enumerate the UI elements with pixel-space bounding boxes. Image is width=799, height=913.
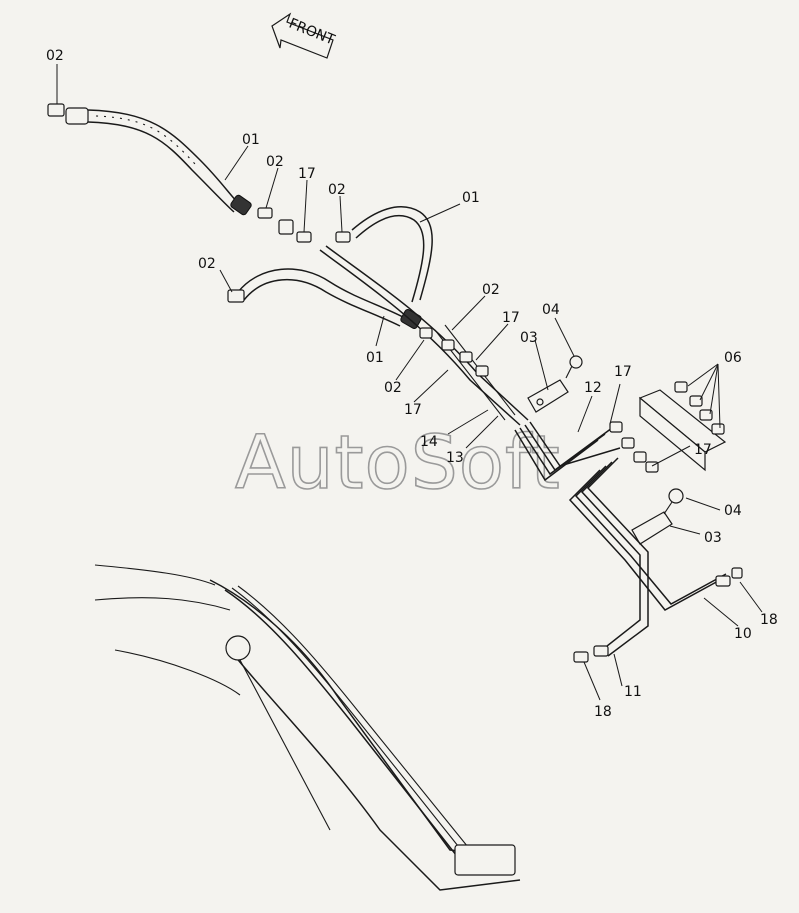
callout-label: 02 bbox=[328, 182, 346, 198]
clamp-03-upper bbox=[527, 355, 583, 413]
callout-label: 03 bbox=[520, 330, 538, 346]
callout-label: 17 bbox=[404, 402, 422, 418]
hose-01-upper bbox=[47, 103, 252, 216]
callout-label: 02 bbox=[266, 154, 284, 170]
leader-lines bbox=[56, 64, 763, 701]
manifold-block bbox=[609, 381, 727, 473]
callout-label: 03 bbox=[704, 530, 722, 546]
front-direction-arrow: FRONT bbox=[271, 12, 337, 59]
clamp-03-lower bbox=[631, 488, 684, 545]
callout-label: 06 bbox=[724, 350, 742, 366]
callout-label: 10 bbox=[734, 626, 752, 642]
callout-label: 17 bbox=[694, 442, 712, 458]
fittings-upper bbox=[257, 207, 351, 243]
callout-label: 02 bbox=[198, 256, 216, 272]
callout-label: 04 bbox=[542, 302, 560, 318]
callout-label: 13 bbox=[446, 450, 464, 466]
pipe-group-main bbox=[319, 245, 529, 426]
callout-label: 02 bbox=[384, 380, 402, 396]
lines-12 bbox=[514, 421, 621, 482]
callout-label: 12 bbox=[584, 380, 602, 396]
watermark: AutoSoft bbox=[235, 420, 561, 506]
callout-labels: 02 01 02 17 02 01 02 02 17 04 03 01 02 1… bbox=[46, 48, 778, 720]
callout-label: 17 bbox=[298, 166, 316, 182]
callout-label: 14 bbox=[420, 434, 438, 450]
callout-label: 04 bbox=[724, 503, 742, 519]
callout-label: 01 bbox=[462, 190, 480, 206]
callout-label: 01 bbox=[242, 132, 260, 148]
callout-label: 11 bbox=[624, 684, 642, 700]
hose-01-lower bbox=[227, 268, 422, 329]
callout-label: 02 bbox=[482, 282, 500, 298]
callout-label: 17 bbox=[614, 364, 632, 380]
callout-label: 02 bbox=[46, 48, 64, 64]
hose-01-right bbox=[351, 206, 433, 303]
callout-label: 18 bbox=[594, 704, 612, 720]
callout-label: 01 bbox=[366, 350, 384, 366]
boom-outline bbox=[94, 564, 521, 891]
pipes-10-11 bbox=[568, 457, 743, 663]
callout-label: 18 bbox=[760, 612, 778, 628]
callout-label: 17 bbox=[502, 310, 520, 326]
